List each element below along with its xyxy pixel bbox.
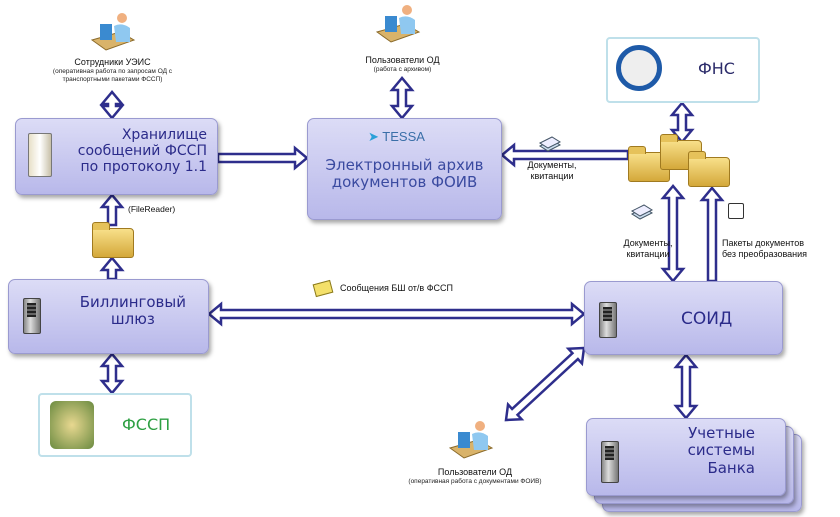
arrow-folder-storage [99, 193, 125, 227]
docs-label: квитанции [530, 170, 574, 181]
arrow-folders-soid [660, 184, 686, 283]
node-title-line: Банка [707, 458, 755, 477]
node-title-line: по протоколу 1.1 [80, 159, 207, 176]
messages-label: Сообщения БШ от/в ФССП [340, 283, 454, 293]
actor-name: Пользователи ОД [365, 55, 440, 65]
person-at-computer-icon [375, 5, 421, 43]
fssp-emblem [50, 401, 94, 449]
person-at-computer-icon [448, 421, 494, 459]
node-title-line: системы [687, 441, 755, 460]
arrow-storage-archive [216, 145, 309, 171]
server-database-icon [28, 133, 52, 177]
floppy-disk-icon [728, 203, 744, 219]
documents-icon [630, 204, 654, 220]
arrow-soid-od-ops [504, 346, 586, 422]
tessa-logo: ➤ [368, 129, 379, 144]
packets-label: Пакеты документов [722, 238, 804, 248]
server-icon [23, 298, 41, 334]
server-icon [599, 302, 617, 338]
actor-desc: (оперативная работа по запросам ОД с [52, 67, 173, 75]
node-title-line: Электронный архив [325, 156, 484, 174]
docs-label: Документы, [623, 238, 673, 248]
arrow-ueis-storage [99, 90, 125, 120]
node-title-line: документов ФОИВ [331, 173, 478, 192]
node-title: ФССП [122, 415, 171, 434]
documents-icon [538, 136, 562, 152]
fssp-node[interactable]: ФССП [38, 393, 192, 457]
soid-node[interactable]: СОИД [584, 281, 783, 355]
actor-name: Сотрудники УЭИС [74, 57, 151, 67]
actor-desc: транспортными пакетами ФССП) [62, 75, 163, 83]
folder-icon [688, 151, 730, 187]
folder-icon [92, 222, 134, 258]
tessa-logo-text: TESSA [382, 129, 425, 144]
fns-emblem [616, 45, 662, 91]
arrow-soid-bank [673, 353, 699, 420]
node-title-line: Учетные [688, 424, 755, 442]
node-title-line: сообщений ФССП [77, 143, 207, 160]
filereader-label: (FileReader) [128, 204, 176, 214]
arrow-od-archive [389, 76, 415, 120]
docs-label: квитанции [626, 248, 670, 259]
server-icon [601, 441, 619, 483]
arrow-billing-fssp [99, 352, 125, 395]
arrow-soid-folders-packets [699, 186, 725, 283]
arrow-billing-soid [207, 301, 586, 327]
arrow-billing-folder [99, 256, 125, 281]
fns-node[interactable]: ФНС [606, 37, 760, 103]
node-title-line: Хранилище [121, 127, 207, 143]
node-title: СОИД [681, 309, 733, 329]
actor-name: Пользователи ОД [437, 467, 513, 477]
packets-label: без преобразования [722, 248, 808, 259]
docs-label: Документы, [527, 160, 577, 170]
node-title-line: Биллинговый [79, 293, 186, 311]
node-title: ФНС [698, 59, 735, 78]
person-at-computer-icon [90, 13, 136, 51]
node-title-line: шлюз [110, 310, 155, 329]
actor-desc: (работа с архивом) [373, 65, 432, 73]
actor-desc: (оперативная работа с документами ФОИВ) [408, 477, 542, 485]
arrow-folders-archive [500, 142, 630, 168]
